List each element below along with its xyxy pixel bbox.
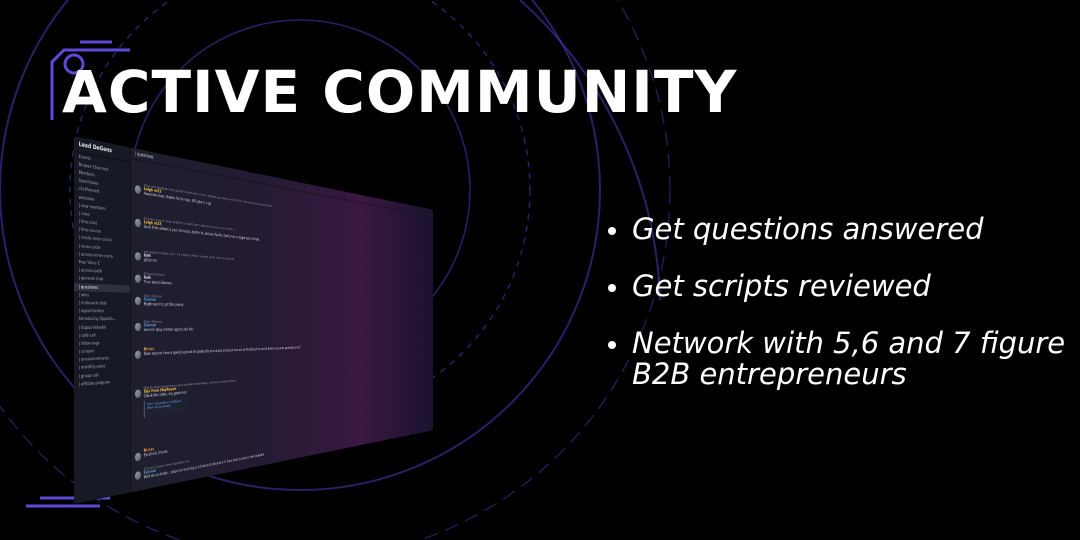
avatar[interactable] <box>135 389 141 398</box>
chat-message: @Issh @ConnorConnormmmm okay brother app… <box>135 320 410 333</box>
avatar[interactable] <box>135 274 141 283</box>
avatar[interactable] <box>135 185 141 194</box>
sidebar-channel[interactable]: | opportunities <box>74 308 130 316</box>
feature-item: Get questions answered <box>606 214 1066 245</box>
channel-sidebar: Lead DeGens EventsBrowse ChannelsMembers… <box>74 136 131 504</box>
avatar[interactable] <box>135 471 141 481</box>
feature-item: Get scripts reviewed <box>606 271 1066 302</box>
link-embed[interactable]: 500+ Connections (HeyReach Warm up Campa… <box>144 397 188 418</box>
avatar[interactable] <box>135 452 141 461</box>
discord-screenshot: Lead DeGens EventsBrowse ChannelsMembers… <box>74 136 355 504</box>
headline: ACTIVE COMMUNITY <box>62 58 737 126</box>
feature-list: Get questions answered Get scripts revie… <box>606 214 1066 416</box>
avatar[interactable] <box>135 218 141 227</box>
avatar[interactable] <box>135 252 141 261</box>
chat-message: @Niclas Does anyone have a good playbook… <box>135 365 410 419</box>
avatar[interactable] <box>135 323 141 331</box>
avatar[interactable] <box>135 297 141 305</box>
avatar[interactable] <box>135 351 141 360</box>
chat-message: @Issh @ConnorConnorMight need to get thi… <box>135 294 410 311</box>
feature-item: Network with 5,6 and 7 figure B2B entrep… <box>606 328 1066 390</box>
sidebar-channel[interactable]: Introducing Opportu... <box>74 316 130 324</box>
chat-message: NiclasDoes anyone have a good playbook f… <box>135 339 410 358</box>
